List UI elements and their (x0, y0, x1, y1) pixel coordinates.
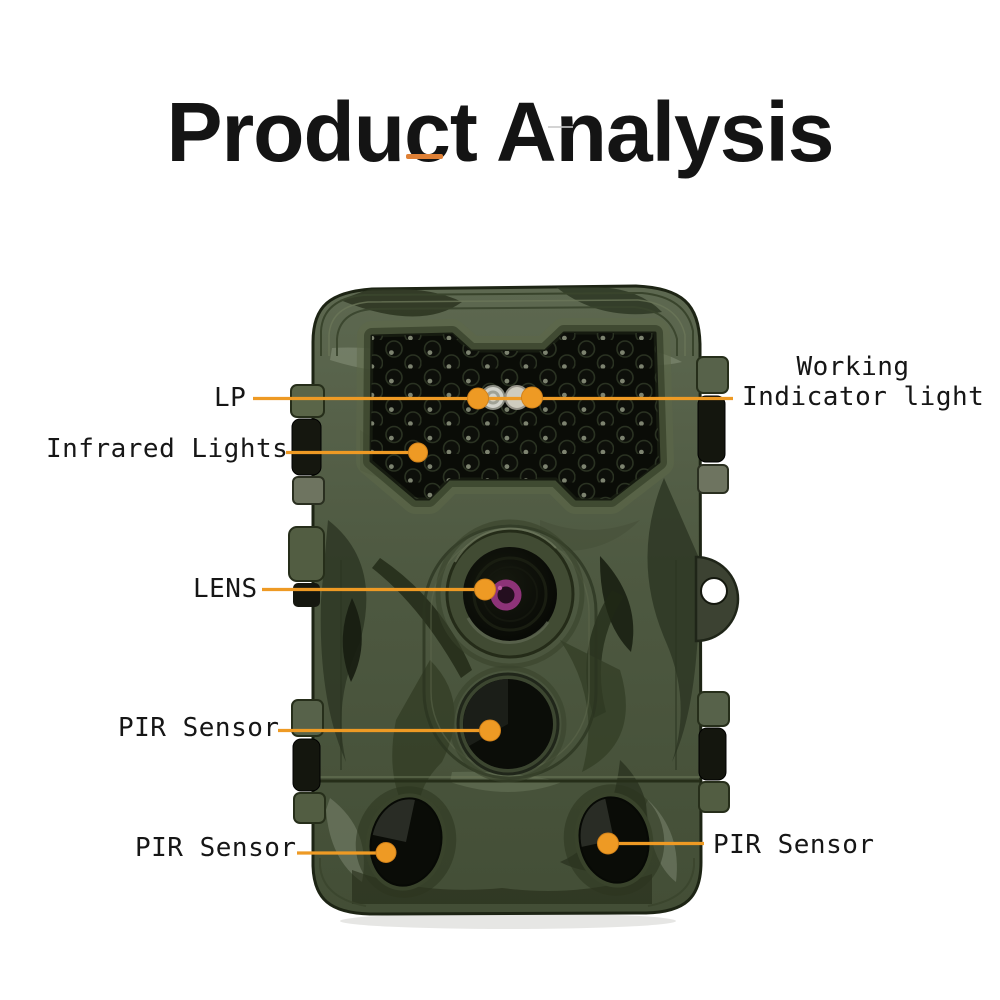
pir-sensor-right (563, 784, 665, 896)
label-pir-sensor-bottom-right: PIR Sensor (713, 830, 875, 860)
label-pir-sensor-bottom-left: PIR Sensor (135, 833, 297, 863)
label-lp: LP (214, 383, 247, 413)
ir-led-grid (371, 333, 659, 499)
marker-dot-infrared (408, 442, 428, 463)
title-accent-dash (406, 154, 443, 159)
mounting-hole (700, 577, 728, 605)
marker-dots (375, 386, 619, 863)
body-ridges (316, 291, 700, 907)
label-working-line1: Working (796, 352, 910, 382)
marker-dot-lens (474, 578, 496, 601)
mounting-ear (694, 555, 740, 643)
marker-dot-pir-bottom-left (375, 842, 397, 863)
pir-sensor-left (355, 786, 457, 898)
ir-led-panel (356, 318, 674, 514)
page-title: Product Analysis (166, 85, 834, 180)
label-infrared-lights: Infrared Lights (46, 434, 289, 464)
camera-shadow (340, 913, 676, 929)
side-latches-left (288, 384, 326, 824)
marker-dot-lp (467, 387, 489, 410)
marker-dot-working-indicator (521, 386, 543, 409)
label-working-indicator-light: Working Indicator light (742, 352, 985, 412)
marker-dot-pir-bottom-right (597, 832, 619, 855)
leader-lines (253, 396, 733, 855)
label-working-line2: Indicator light (742, 382, 985, 412)
label-pir-sensor-middle: PIR Sensor (118, 713, 280, 743)
camera-lens (435, 519, 585, 669)
lens-iris (490, 579, 522, 611)
pir-sensor-center (449, 665, 567, 783)
side-latches-right (696, 356, 730, 813)
marker-dot-pir-middle (479, 719, 501, 742)
label-lens: LENS (193, 574, 258, 604)
decorative-line (548, 126, 573, 128)
